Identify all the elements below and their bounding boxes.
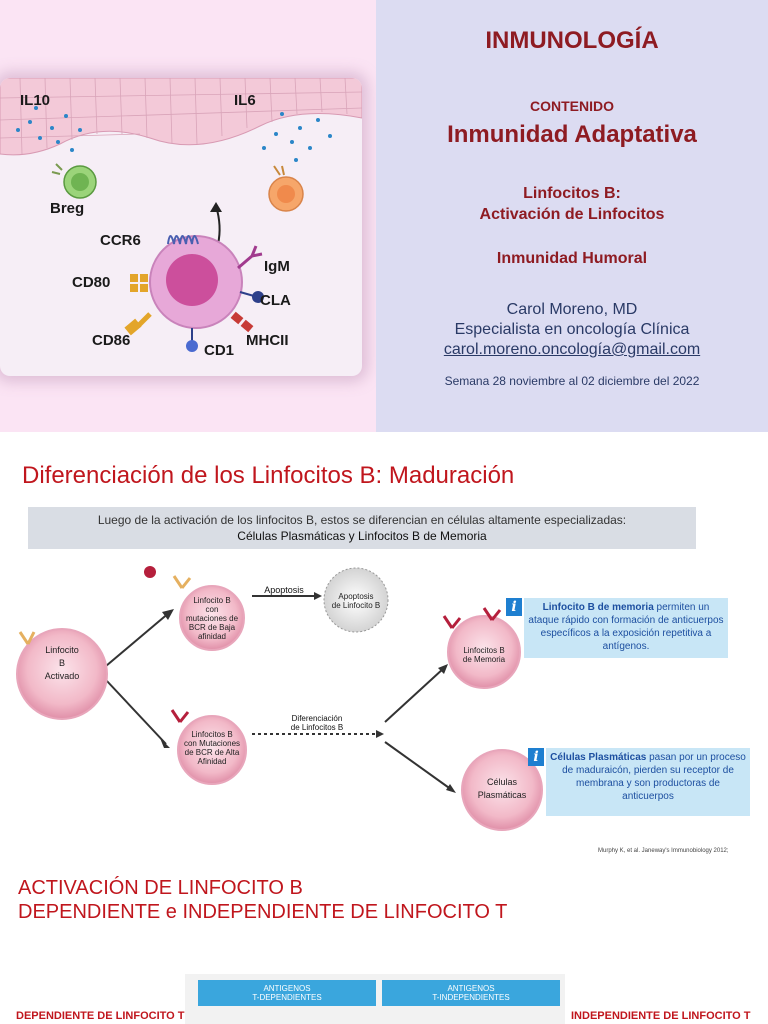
week-dates: Semana 28 noviembre al 02 diciembre del … — [444, 374, 700, 388]
topic-line-2: Activación de Linfocitos — [479, 206, 665, 223]
maturation-diagram — [16, 566, 543, 831]
author-email-link[interactable]: carol.moreno.oncología@gmail.com — [443, 341, 701, 358]
memory-info-text: permiten un ataque rápido con formación … — [528, 602, 724, 652]
breg-label: Breg — [50, 200, 85, 217]
memory-info-title: Linfocito B de memoria — [542, 602, 654, 613]
author-name: Carol Moreno, MD — [506, 301, 638, 318]
activation-title-line-2: DEPENDIENTE e INDEPENDIENTE DE LINFOCITO… — [18, 901, 508, 923]
info-icon: i — [506, 598, 522, 616]
info-icon: i — [528, 748, 544, 766]
activation-title: ACTIVACIÓN DE LINFOCITO B DEPENDIENTE e … — [18, 876, 507, 924]
cla-label: CLA — [260, 292, 291, 309]
side-label-independent: INDEPENDIENTE DE LINFOCITO T — [571, 1010, 751, 1022]
igm-label: IgM — [264, 258, 290, 275]
apoptosis-arrow-label: Apoptosis — [264, 585, 304, 595]
ccr6-label: CCR6 — [100, 232, 141, 249]
author-specialty: Especialista en oncología Clínica — [454, 321, 690, 338]
mhcii-label: MHCII — [246, 332, 289, 349]
slide-maturation: Diferenciación de los Linfocitos B: Madu… — [0, 432, 768, 864]
cd80-label: CD80 — [72, 274, 111, 291]
memory-cell — [447, 615, 521, 689]
apoptosis-cell — [323, 567, 389, 633]
plasma-info-text: pasan por un proceso de maduraicón, pier… — [562, 752, 746, 802]
b-cell-illustration — [0, 78, 362, 352]
cover-figure-panel: IL10 IL6 Breg CCR6 CD80 IgM CLA CD86 CD1… — [0, 0, 376, 432]
il10-label: IL10 — [20, 92, 51, 109]
b-cell-figure: IL10 IL6 Breg CCR6 CD80 IgM CLA CD86 CD1… — [0, 78, 362, 376]
cd86-label: CD86 — [92, 332, 131, 349]
low-affinity-cell — [179, 585, 245, 651]
activation-title-line-1: ACTIVACIÓN DE LINFOCITO B — [18, 877, 303, 899]
side-label-dependent: DEPENDIENTE DE LINFOCITO T — [16, 1010, 185, 1022]
activated-cell — [16, 628, 108, 720]
subject-title: Inmunidad Adaptativa — [447, 121, 697, 148]
intro-box: Luego de la activación de los linfocitos… — [28, 507, 696, 549]
il6-label: IL6 — [234, 92, 256, 109]
cd1-label: CD1 — [204, 342, 235, 359]
topic-humoral: Inmunidad Humoral — [496, 250, 648, 267]
plasma-info-title: Células Plasmáticas — [550, 752, 647, 763]
course-title: INMUNOLOGÍA — [485, 27, 659, 54]
maturation-title: Diferenciación de los Linfocitos B: Madu… — [22, 462, 515, 489]
slide-activation: ACTIVACIÓN DE LINFOCITO B DEPENDIENTE e … — [0, 864, 768, 1024]
intro-highlight: Células Plasmáticas y Linfocitos B de Me… — [237, 529, 487, 543]
plasma-info-box: Células Plasmáticas pasan por un proceso… — [546, 748, 750, 816]
cover-text-panel: INMUNOLOGÍA CONTENIDO Inmunidad Adaptati… — [376, 0, 768, 432]
content-label: CONTENIDO — [530, 98, 614, 114]
slide-cover: IL10 IL6 Breg CCR6 CD80 IgM CLA CD86 CD1… — [0, 0, 768, 432]
topic-line-1: Linfocitos B: — [523, 185, 621, 202]
high-affinity-cell — [177, 715, 247, 785]
memory-info-box: Linfocito B de memoria permiten un ataqu… — [524, 598, 728, 658]
citation: Murphy K, et al. Janeway's Immunobiology… — [598, 848, 729, 854]
plasma-cell — [461, 749, 543, 831]
intro-text: Luego de la activación de los linfocitos… — [97, 513, 627, 527]
